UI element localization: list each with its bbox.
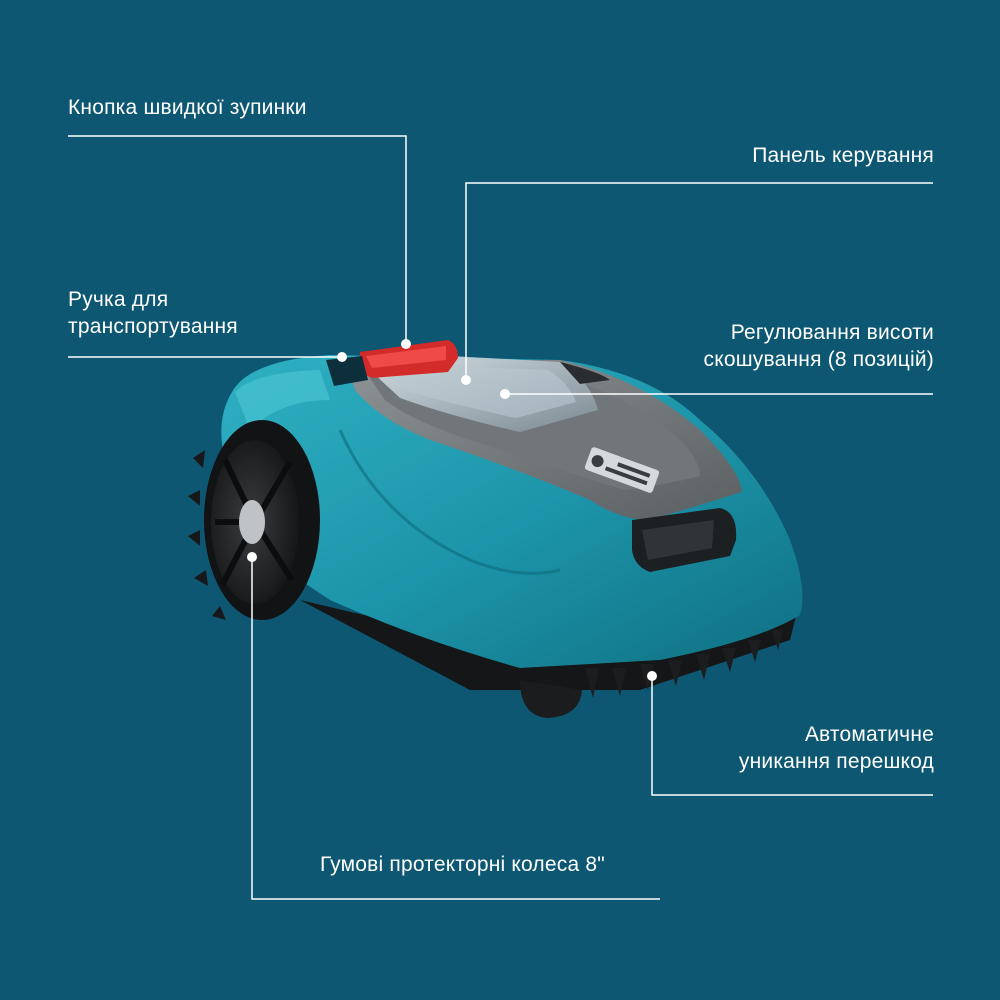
label-line: Кнопка швидкої зупинки — [68, 96, 307, 119]
shell-side-crease — [338, 429, 561, 575]
label-carry-handle: Ручка для транспортування — [68, 286, 238, 340]
label-line: Гумові протекторні колеса 8" — [320, 853, 605, 876]
label-control-panel: Панель керування — [752, 142, 934, 169]
leader-obstacle-avoidance — [651, 676, 933, 796]
rear-foot — [520, 680, 582, 718]
label-line: транспортування — [68, 315, 238, 338]
brand-badge — [584, 447, 660, 493]
label-cutting-height: Регулювання висоти скошування (8 позицій… — [704, 319, 934, 373]
wheel-hub — [239, 500, 265, 544]
rubber-wheel — [188, 420, 320, 620]
leader-wheels — [251, 557, 660, 900]
label-line: Автоматичне — [804, 723, 934, 746]
label-line: Регулювання висоти — [730, 321, 934, 344]
dot-control-panel — [461, 375, 471, 385]
dot-cutting-height — [500, 389, 510, 399]
label-line: Панель керування — [752, 144, 934, 167]
label-emergency-stop: Кнопка швидкої зупинки — [68, 94, 307, 121]
front-teeth — [585, 630, 783, 698]
dot-obstacle-avoidance — [647, 671, 657, 681]
leader-emergency-stop — [68, 135, 407, 344]
dot-carry-handle — [337, 352, 347, 362]
leader-control-panel — [465, 182, 933, 380]
label-line: уникання перешкод — [738, 750, 934, 773]
handle-recess — [326, 356, 368, 386]
shell-highlight — [235, 370, 330, 430]
dot-wheels — [247, 552, 257, 562]
dot-emergency-stop — [401, 339, 411, 349]
label-obstacle-avoidance: Автоматичне уникання перешкод — [739, 721, 934, 775]
label-wheels: Гумові протекторні колеса 8" — [320, 851, 605, 878]
label-line: Ручка для — [68, 288, 169, 311]
label-line: скошування (8 позицій) — [703, 348, 934, 371]
